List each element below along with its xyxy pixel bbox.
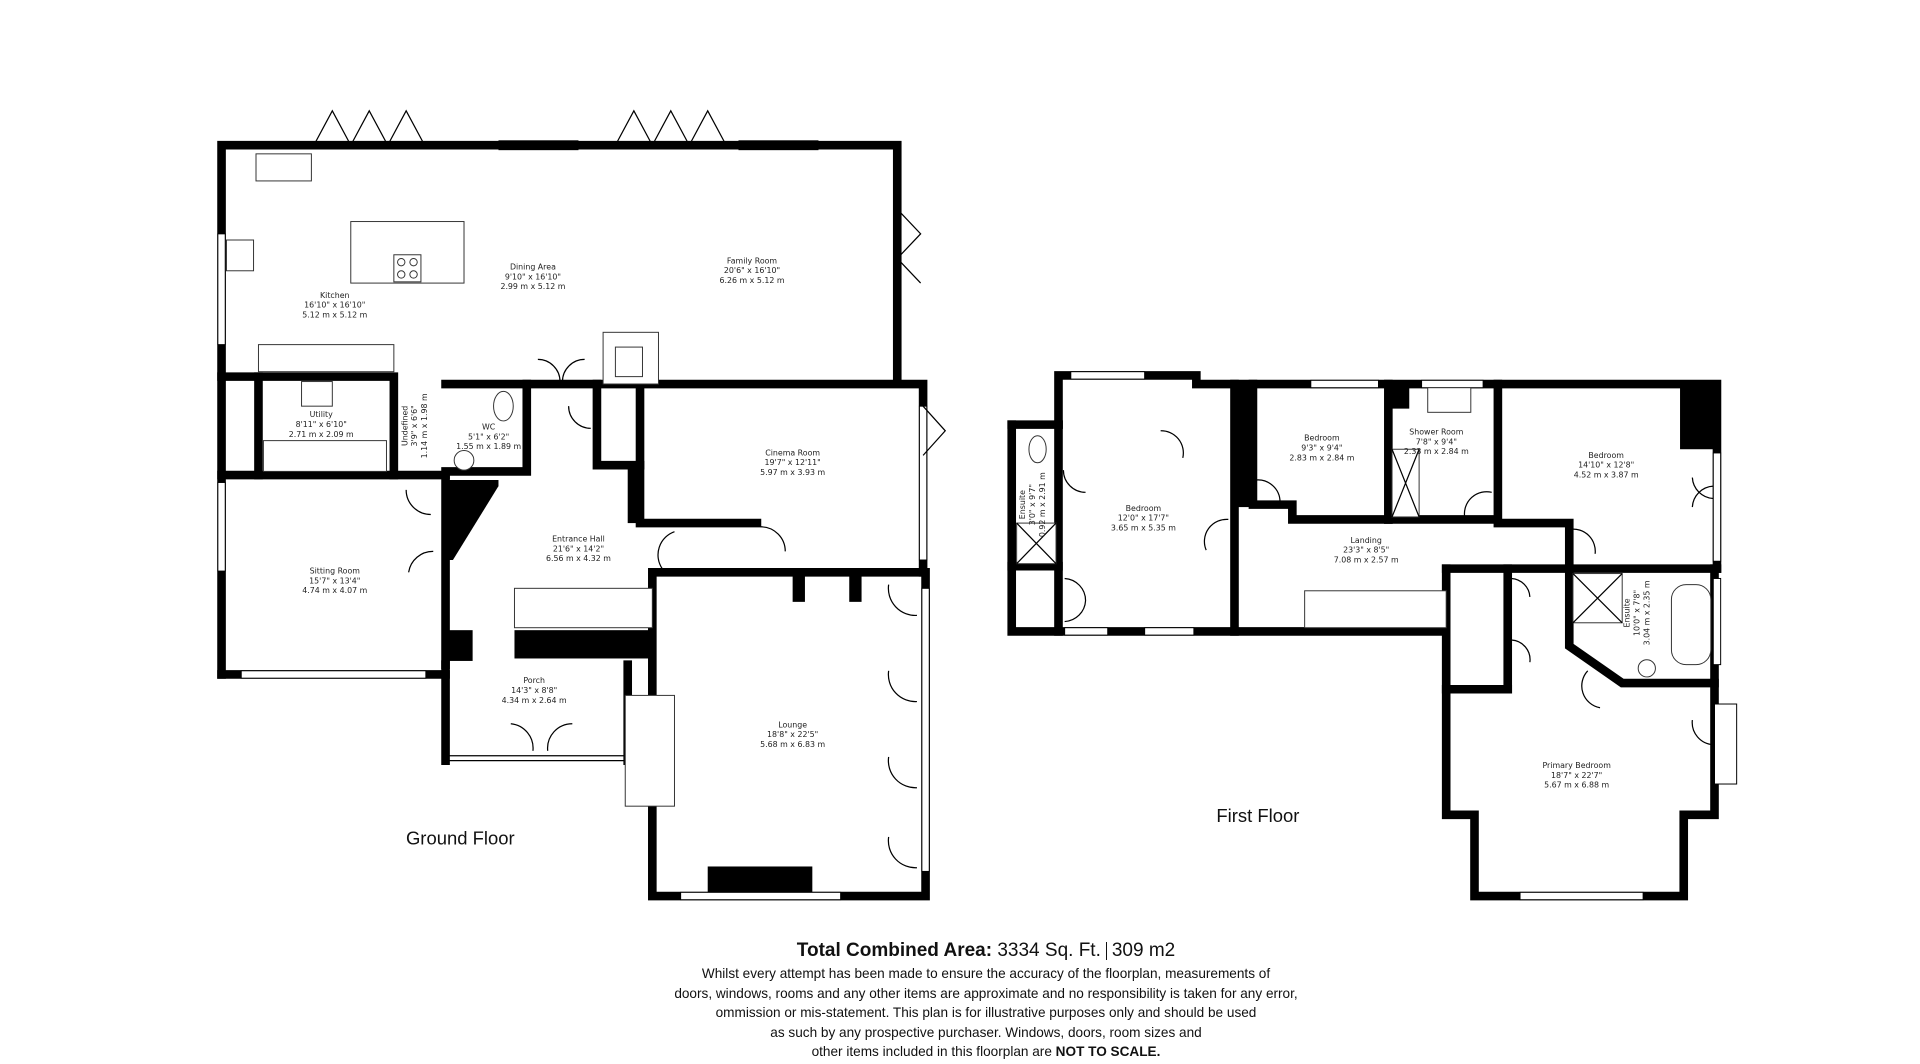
sink-icon <box>1427 387 1472 413</box>
total-area-label: Total Combined Area: <box>796 940 993 961</box>
lounge-fireplace-icon <box>624 694 675 807</box>
first-floor-windows <box>1064 371 1738 901</box>
first-floor-label: First Floor <box>1216 805 1299 826</box>
total-area: Total Combined Area: 3334 Sq. Ft. 309 m2 <box>0 940 1920 962</box>
bathtub-icon <box>1670 584 1712 666</box>
ground-floor-fixtures <box>225 153 917 869</box>
staircase <box>513 587 653 629</box>
disclaimer-line: doors, windows, rooms and any other item… <box>674 985 1298 1001</box>
sink-icon <box>225 239 255 272</box>
room-label-undefined: Undefined3'9" x 6'6"1.14 m x 1.98 m <box>400 393 429 458</box>
room-label-ensuite-primary: Ensuite10'0" x 7'8"3.04 m x 2.35 m <box>1623 580 1652 645</box>
door-swings <box>1062 430 1714 746</box>
bifold-door-icon <box>313 109 426 147</box>
toilet-icon <box>1028 435 1047 464</box>
hob-icon <box>393 254 422 283</box>
bifold-door-icon <box>896 208 922 284</box>
staircase <box>1304 590 1447 629</box>
toilet-icon <box>493 390 514 422</box>
first-floor-plan: Ensuite3'0" x 9'7"0.92 m x 2.91 m Bedroo… <box>1007 371 1738 901</box>
bifold-door-icon <box>922 405 947 456</box>
first-floor-fixtures <box>1016 387 1714 746</box>
sink-icon <box>301 381 333 407</box>
total-area-sqft: 3334 Sq. Ft. <box>997 940 1101 961</box>
bifold-door-icon <box>614 109 727 147</box>
ground-floor-walls <box>217 140 930 901</box>
divider <box>1105 941 1107 960</box>
disclaimer-line: ommission or mis-statement. This plan is… <box>715 1005 1257 1020</box>
basin-icon <box>453 449 475 471</box>
room-label-ensuite-left: Ensuite3'0" x 9'7"0.92 m x 2.91 m <box>1018 472 1047 537</box>
door-swings <box>405 358 917 869</box>
disclaimer: Whilst every attempt has been made to en… <box>0 964 1920 1062</box>
first-floor-room-labels: Ensuite3'0" x 9'7"0.92 m x 2.91 m Bedroo… <box>1018 427 1651 789</box>
disclaimer-line: other items included in this floorplan a… <box>0 1042 1920 1062</box>
ground-floor-label: Ground Floor <box>406 827 515 848</box>
not-to-scale: NOT TO SCALE. <box>1055 1044 1161 1059</box>
disclaimer-line: as such by any prospective purchaser. Wi… <box>770 1024 1202 1040</box>
disclaimer-line: Whilst every attempt has been made to en… <box>701 966 1271 981</box>
basin-icon <box>1637 659 1656 678</box>
total-area-sqm: 309 m2 <box>1111 940 1176 961</box>
disclaimer-text: other items included in this floorplan a… <box>811 1044 1052 1059</box>
floorplan-footer: Total Combined Area: 3334 Sq. Ft.309 m2 … <box>0 940 1920 1062</box>
ground-floor-windows <box>217 109 947 901</box>
